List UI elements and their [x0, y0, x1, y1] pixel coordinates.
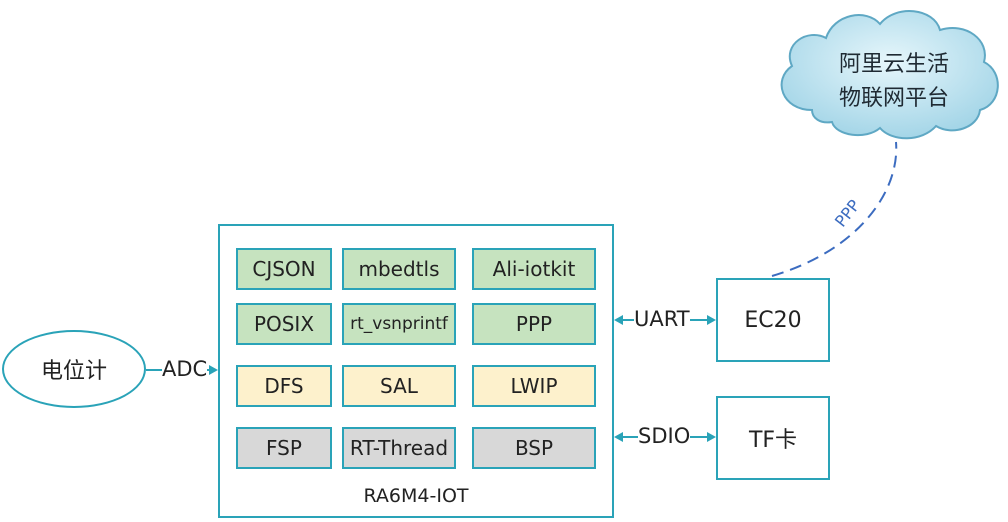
- adc-link-label: ADC: [162, 357, 208, 381]
- module-rt-thread: RT-Thread: [342, 427, 456, 469]
- board-label: RA6M4-IOT: [363, 485, 469, 507]
- potentiometer-node: 电位计: [2, 330, 146, 408]
- cloud-shape: [780, 10, 999, 140]
- uart-link-label: UART: [634, 307, 690, 331]
- ec20-label: EC20: [744, 307, 802, 333]
- adc-arrowhead: [209, 365, 218, 375]
- potentiometer-label: 电位计: [40, 359, 107, 384]
- module-cjson: CJSON: [236, 248, 332, 290]
- module-mbedtls: mbedtls: [342, 248, 456, 290]
- tf-card-module: TF卡: [716, 396, 830, 480]
- module-fsp: FSP: [236, 427, 332, 469]
- uart-arrowhead-right: [707, 315, 716, 325]
- cloud-label: 阿里云生活 物联网平台: [800, 48, 988, 116]
- sdio-link-label: SDIO: [638, 424, 691, 448]
- sdio-arrowhead-left: [614, 432, 623, 442]
- module-lwip: LWIP: [472, 365, 596, 407]
- uart-arrowhead-left: [614, 315, 623, 325]
- module-sal: SAL: [342, 365, 456, 407]
- cloud-label-line2: 物联网平台: [838, 86, 949, 111]
- cloud-label-line1: 阿里云生活: [838, 52, 949, 77]
- module-dfs: DFS: [236, 365, 332, 407]
- module-bsp: BSP: [472, 427, 596, 469]
- tf-card-label: TF卡: [748, 428, 798, 453]
- module-rt-vsnprintf: rt_vsnprintf: [342, 303, 456, 345]
- module-ali-iotkit: Ali-iotkit: [472, 248, 596, 290]
- ec20-module: EC20: [716, 278, 830, 362]
- ppp-link-line: [771, 141, 898, 277]
- sdio-arrowhead-right: [707, 432, 716, 442]
- module-posix: POSIX: [236, 303, 332, 345]
- module-ppp: PPP: [472, 303, 596, 345]
